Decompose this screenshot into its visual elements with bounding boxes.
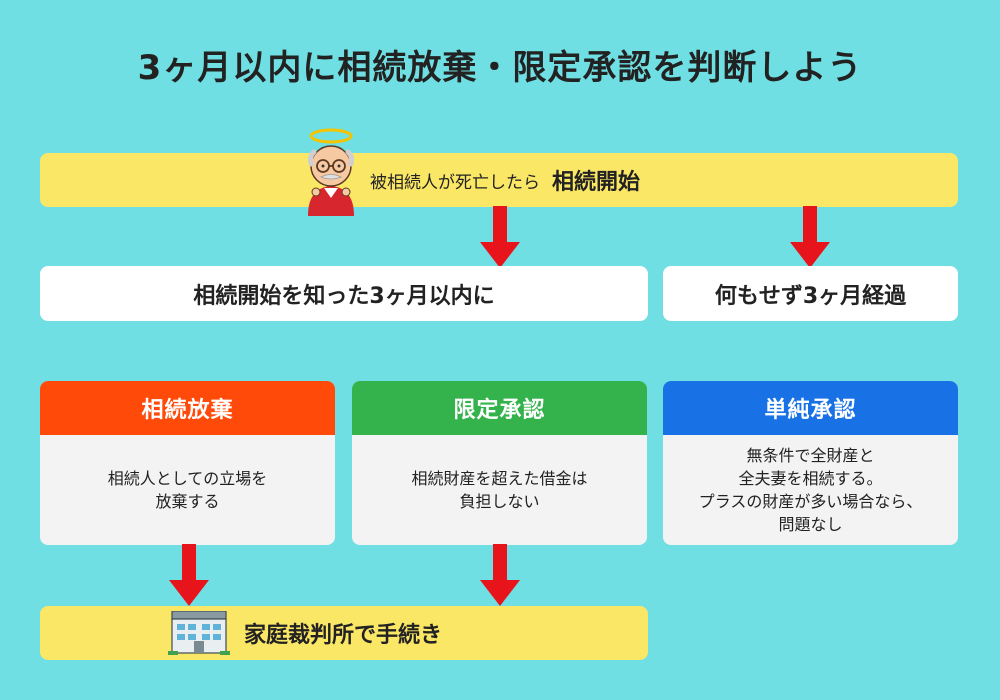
condition-elapsed-box: 何もせず3ヶ月経過 — [663, 266, 958, 321]
option-header: 単純承認 — [663, 381, 958, 435]
start-main-text: 相続開始 — [552, 170, 641, 195]
condition-within-box: 相続開始を知った3ヶ月以内に — [40, 266, 648, 321]
court-bar — [40, 606, 648, 660]
option-description: 相続財産を超えた借金は 負担しない — [411, 468, 588, 511]
option-description: 無条件で全財産と 全夫妻を相続する。 プラスの財産が多い場合なら、 問題なし — [698, 445, 923, 535]
start-pre-text: 被相続人が死亡したら — [370, 172, 540, 193]
down-arrow-icon — [169, 544, 209, 606]
court-content: 家庭裁判所で手続き — [168, 606, 442, 660]
down-arrow-icon — [480, 544, 520, 606]
down-arrow-icon — [790, 206, 830, 268]
option-description: 相続人としての立場を 放棄する — [107, 468, 268, 511]
angel-grandpa-icon — [307, 128, 355, 216]
condition-elapsed-label: 何もせず3ヶ月経過 — [714, 283, 907, 309]
down-arrow-icon — [480, 206, 520, 268]
option-card-simple-approval: 単純承認 無条件で全財産と 全夫妻を相続する。 プラスの財産が多い場合なら、 問… — [663, 381, 958, 545]
court-building-icon — [168, 611, 230, 655]
court-label: 家庭裁判所で手続き — [244, 623, 443, 648]
page-title: 3ヶ月以内に相続放棄・限定承認を判断しよう — [137, 48, 863, 88]
option-card-renunciation: 相続放棄 相続人としての立場を 放棄する — [40, 381, 335, 545]
option-header: 限定承認 — [352, 381, 647, 435]
start-bar — [40, 153, 958, 207]
option-header: 相続放棄 — [40, 381, 335, 435]
option-card-limited-approval: 限定承認 相続財産を超えた借金は 負担しない — [352, 381, 647, 545]
start-content: 被相続人が死亡したら 相続開始 — [300, 128, 641, 216]
condition-within-label: 相続開始を知った3ヶ月以内に — [193, 283, 495, 309]
